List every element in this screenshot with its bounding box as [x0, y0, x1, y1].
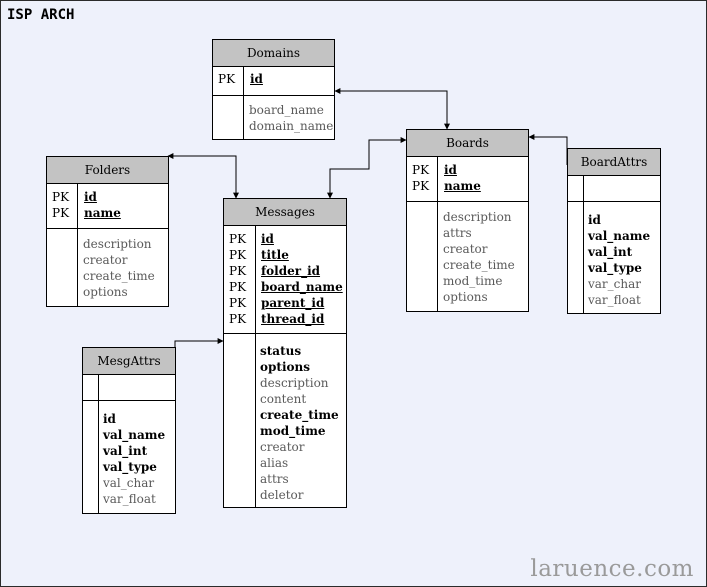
- field-id: id: [444, 163, 457, 177]
- field-id: id: [84, 190, 97, 204]
- field-name: name: [84, 206, 121, 220]
- entity-boardattrs: BoardAttrs id val_name val_int val_type …: [567, 148, 661, 314]
- entity-header: Folders: [47, 157, 168, 184]
- field-section: description attrs creator create_time mo…: [407, 202, 528, 311]
- link-folders-messages: [167, 153, 239, 199]
- diagram-title: ISP ARCH: [7, 7, 75, 23]
- field-section: status options description content creat…: [224, 334, 346, 508]
- entity-domains: Domains PK id board_name domain_name: [212, 39, 335, 140]
- link-messages-boards: [327, 137, 407, 199]
- field-board-name: board_name: [249, 103, 324, 117]
- entity-header: MesgAttrs: [83, 348, 175, 375]
- field-section: description creator create_time options: [47, 229, 168, 306]
- field-section: board_name domain_name: [213, 96, 334, 139]
- entity-folders: Folders PK PK id name description creato…: [46, 156, 169, 307]
- field-section: id val_name val_int val_type var_char va…: [568, 202, 660, 314]
- pk-section: [568, 176, 660, 202]
- entity-header: BoardAttrs: [568, 149, 660, 176]
- pk-section: PK id: [213, 67, 334, 99]
- entity-mesgattrs: MesgAttrs id val_name val_int val_type v…: [82, 347, 176, 514]
- entity-boards: Boards PK PK id name description attrs c…: [406, 129, 529, 312]
- pk-section: [83, 375, 175, 401]
- link-boardattrs-boards: [528, 134, 568, 165]
- field-domain-name: domain_name: [249, 119, 334, 133]
- entity-messages: Messages PK PK PK PK PK PK id title fold…: [223, 198, 347, 508]
- entity-header: Boards: [407, 130, 528, 157]
- entity-header: Domains: [213, 40, 334, 67]
- entity-header: Messages: [224, 199, 346, 226]
- field-section: id val_name val_int val_type val_char va…: [83, 401, 175, 514]
- link-domains-boards: [334, 88, 450, 130]
- pk-section: PK PK PK PK PK PK id title folder_id boa…: [224, 226, 346, 338]
- pk-section: PK PK id name: [407, 157, 528, 206]
- link-mesgattrs-messages: [174, 338, 224, 371]
- field-id: id: [250, 72, 263, 86]
- pk-section: PK PK id name: [47, 184, 168, 233]
- field-name: name: [444, 179, 481, 193]
- watermark: laruence.com: [530, 556, 694, 582]
- pk-tag: PK: [218, 72, 236, 86]
